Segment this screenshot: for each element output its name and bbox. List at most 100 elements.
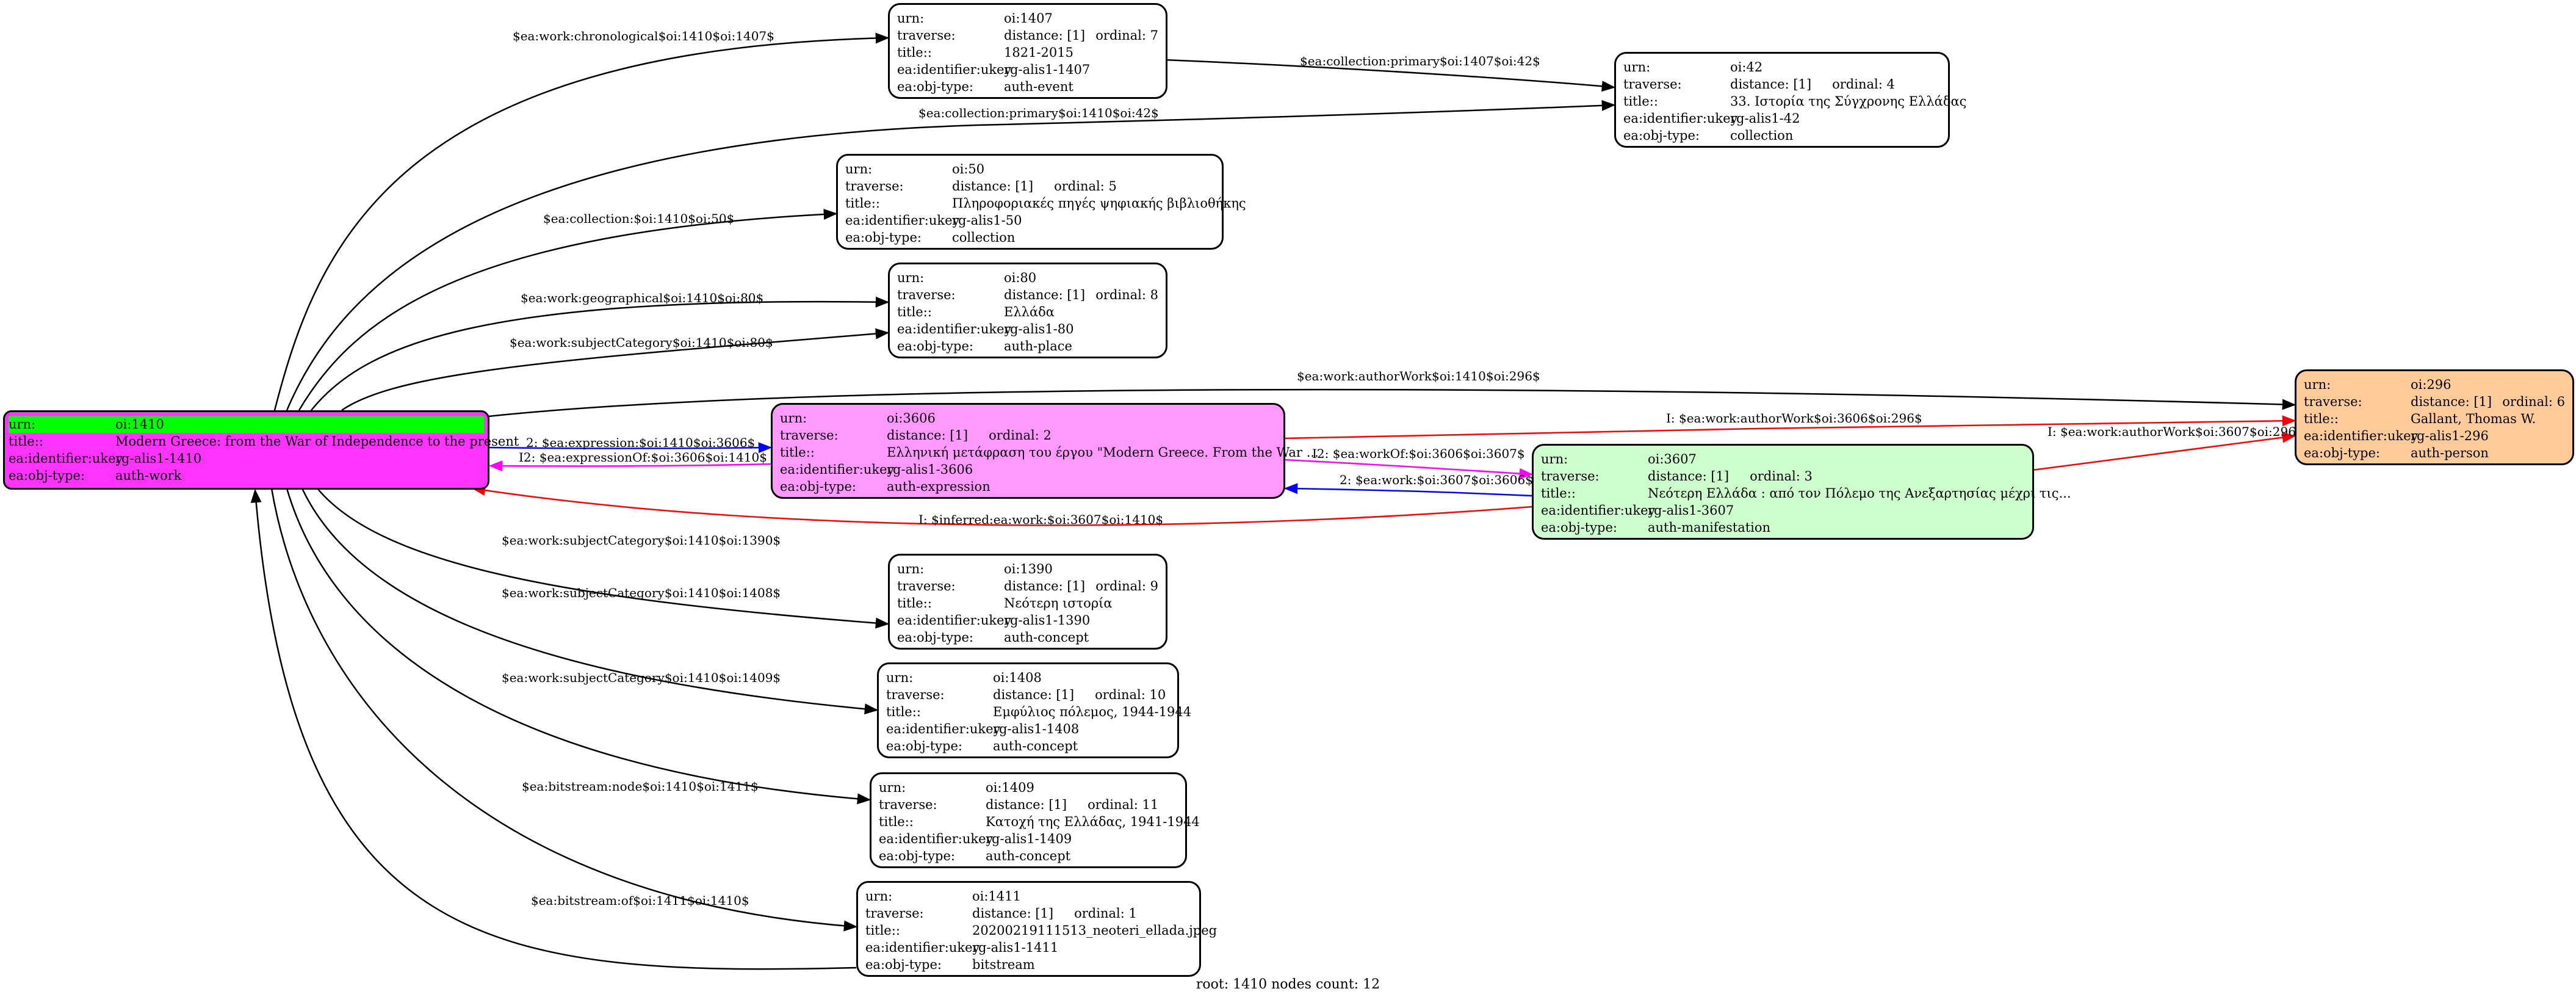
edge-label-authorwork-3607-296: I: $ea:work:authorWork$oi:3607$oi:296$ [2047, 424, 2304, 439]
edge-authorwork-3607-296 [2032, 432, 2296, 471]
key-ukey: ea:identifier:ukey [879, 832, 994, 846]
edge-subjectcategory-1410-1390 [317, 488, 890, 629]
value-urn: oi:1411 [972, 889, 1021, 904]
value-ordinal: ordinal: 9 [1095, 579, 1158, 593]
node-oi-1409[interactable]: urn:oi:1409 traverse:distance: [1]ordina… [870, 772, 1200, 868]
value-ordinal: ordinal: 10 [1095, 687, 1166, 702]
node-oi-1411[interactable]: urn:oi:1411 traverse:distance: [1]ordina… [856, 881, 1217, 977]
value-title: Νεότερη ιστορία [1004, 596, 1113, 611]
key-ukey: ea:identifier:ukey [2304, 429, 2419, 443]
value-ukey: rg-alis1-1408 [993, 722, 1080, 736]
edge-bitstream-of-1411-1410 [250, 488, 857, 970]
key-traverse: traverse: [879, 797, 937, 812]
key-urn: urn: [897, 11, 925, 26]
key-ukey: ea:identifier:ukey [897, 62, 1012, 77]
edge-label-chronological-1410-1407: $ea:work:chronological$oi:1410$oi:1407$ [513, 29, 774, 43]
node-row-objtype: ea:obj-type:auth-work [9, 467, 484, 484]
value-ordinal: ordinal: 6 [2502, 394, 2565, 409]
value-urn: oi:3607 [1648, 452, 1697, 466]
node-oi-1407[interactable]: urn:oi:1407 traverse:distance: [1]ordina… [888, 3, 1167, 99]
value-title: Gallant, Thomas W. [2411, 411, 2536, 426]
value-title: Νεότερη Ελλάδα : από τον Πόλεμο της Ανεξ… [1648, 486, 2071, 501]
key-urn: urn: [897, 562, 925, 576]
value-ordinal: ordinal: 2 [989, 428, 1052, 443]
key-urn: urn: [879, 780, 906, 795]
edge-expressionof-3606-1410 [488, 460, 771, 472]
value-distance: distance: [1] [993, 687, 1075, 702]
key-traverse: traverse: [897, 288, 956, 302]
key-title: title:: [9, 434, 43, 449]
value-distance: distance: [1] [887, 428, 969, 443]
edge-label-work-3607-3606: 2: $ea:work:$oi:3607$oi:3606$ [1340, 473, 1533, 487]
key-objtype: ea:obj-type: [879, 849, 955, 863]
value-ordinal: ordinal: 8 [1095, 288, 1158, 302]
value-urn: oi:296 [2411, 377, 2452, 392]
key-urn: urn: [9, 417, 36, 432]
node-oi-50[interactable]: urn:oi:50 traverse:distance: [1]ordinal:… [836, 154, 1246, 250]
key-objtype: ea:obj-type: [897, 339, 973, 353]
edge-geographical-1410-80 [311, 296, 890, 411]
value-ordinal: ordinal: 5 [1054, 179, 1117, 194]
value-ukey: rg-alis1-50 [952, 213, 1022, 228]
edge-label-subjectcategory-1410-1408: $ea:work:subjectCategory$oi:1410$oi:1408… [502, 586, 781, 600]
node-oi-80[interactable]: urn:oi:80 traverse:distance: [1]ordinal:… [888, 263, 1167, 358]
node-oi-3607[interactable]: urn:oi:3607 traverse:distance: [1]ordina… [1532, 444, 2071, 540]
edge-label-authorwork-1410-296: $ea:work:authorWork$oi:1410$oi:296$ [1297, 369, 1540, 383]
node-oi-1390[interactable]: urn: oi:1390 traverse: distance: [1] ordina… [888, 554, 1167, 650]
value-objtype: collection [952, 230, 1016, 245]
edge-authorwork-1410-296 [488, 388, 2296, 418]
value-distance: distance: [1] [1730, 77, 1812, 92]
key-traverse: traverse: [2304, 394, 2362, 409]
value-ukey: rg-alis1-1390 [1004, 613, 1091, 628]
key-urn: urn: [1623, 60, 1651, 74]
value-ukey: rg-alis1-3606 [887, 462, 973, 477]
node-oi-296[interactable]: urn:oi:296 traverse:distance: [1]ordinal… [2295, 369, 2574, 465]
key-traverse: traverse: [780, 428, 839, 443]
key-objtype: ea:obj-type: [845, 230, 922, 245]
key-ukey: ea:identifier:ukey [9, 451, 123, 466]
node-oi-1410[interactable]: urn: oi:1410 title::Modern Greece: from t… [3, 410, 519, 490]
key-objtype: ea:obj-type: [780, 479, 856, 494]
value-urn: oi:1408 [993, 670, 1042, 685]
node-oi-1408[interactable]: urn:oi:1408 traverse:distance: [1]ordina… [877, 662, 1191, 758]
edge-label-collection-1410-50: $ea:collection:$oi:1410$oi:50$ [543, 211, 734, 226]
value-title: Modern Greece: from the War of Independe… [115, 434, 519, 449]
value-urn: oi:1410 [115, 417, 164, 432]
key-objtype: ea:obj-type: [1541, 520, 1617, 535]
edge-label-subjectcategory-1410-1390: $ea:work:subjectCategory$oi:1410$oi:1390… [502, 533, 781, 548]
key-objtype: ea:obj-type: [897, 630, 973, 645]
edge-subjectcategory-1410-1408 [301, 488, 879, 715]
edge-authorwork-3606-296 [1283, 415, 2296, 440]
key-traverse: traverse: [1541, 469, 1600, 484]
key-urn: urn: [2304, 377, 2331, 392]
edge-workof-3606-3607 [1283, 459, 1534, 479]
value-urn: oi:1409 [986, 780, 1034, 795]
value-title: Εμφύλιος πόλεμος, 1944-1944 [993, 705, 1192, 719]
edge-label-geographical-1410-80: $ea:work:geographical$oi:1410$oi:80$ [521, 291, 763, 305]
key-ukey: ea:identifier:ukey [886, 722, 1001, 736]
edge-inferred-3607-1410 [471, 485, 1532, 526]
edge-work-3607-3606 [1283, 483, 1532, 497]
value-title: Πληροφοριακές πηγές ψηφιακής βιβλιοθήκης [952, 196, 1246, 211]
key-title: title:: [1541, 486, 1576, 501]
edge-label-collection-primary-1410-42: $ea:collection:primary$oi:1410$oi:42$ [918, 106, 1159, 120]
key-urn: urn: [1541, 452, 1568, 466]
key-traverse: traverse: [897, 579, 956, 593]
node-oi-3606[interactable]: urn: oi:3606 traverse: distance: [1] ordina… [771, 403, 1319, 499]
value-ukey: rg-alis1-42 [1730, 111, 1800, 126]
value-urn: oi:3606 [887, 411, 936, 426]
edge-label-subjectcategory-1410-1409: $ea:work:subjectCategory$oi:1410$oi:1409… [502, 670, 781, 685]
node-oi-42[interactable]: urn:oi:42 traverse:distance: [1]ordinal:… [1614, 52, 1966, 148]
value-title: 1821-2015 [1004, 45, 1073, 60]
edge-label-subjectcategory-1410-80: $ea:work:subjectCategory$oi:1410$oi:80$ [510, 335, 773, 350]
value-distance: distance: [1] [1004, 579, 1086, 593]
value-title: Ελλάδα [1004, 305, 1055, 319]
key-urn: urn: [780, 411, 807, 426]
value-ukey: rg-alis1-296 [2411, 429, 2489, 443]
value-distance: distance: [1] [1648, 469, 1730, 484]
key-urn: urn: [886, 670, 914, 685]
key-title: title:: [886, 705, 921, 719]
edge-label-bitstream-node-1410-1411: $ea:bitstream:node$oi:1410$oi:1411$ [522, 779, 759, 794]
value-urn: oi:1390 [1004, 562, 1053, 576]
key-objtype: ea:obj-type: [865, 957, 942, 972]
